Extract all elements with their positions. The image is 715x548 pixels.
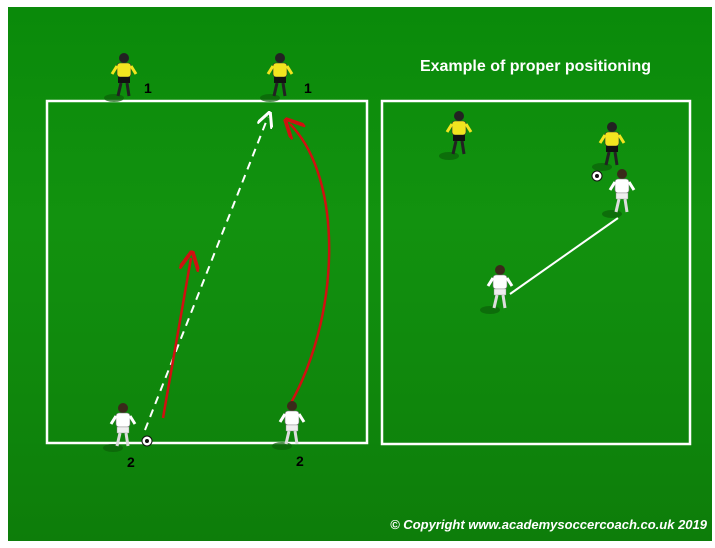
ball-icon	[141, 435, 153, 447]
ball-icon-example	[591, 170, 603, 182]
pitch-background	[8, 7, 712, 541]
white-player-example-1	[600, 167, 636, 220]
copyright-text: © Copyright www.academysoccercoach.co.uk…	[390, 517, 707, 532]
white-player-example-2	[478, 263, 514, 316]
yellow-player-left	[102, 51, 138, 104]
left-grid-boundary	[45, 99, 369, 445]
run-arrow-short	[161, 258, 191, 419]
player-label-yellow-right: 1	[304, 80, 312, 96]
right-grid-boundary	[380, 99, 692, 446]
run-arrow-curved	[288, 124, 331, 409]
yellow-player-right	[258, 51, 294, 104]
pass-arrow	[144, 117, 268, 431]
white-player-left	[101, 401, 137, 454]
yellow-player-example-2	[590, 120, 626, 173]
diagram-title: Example of proper positioning	[419, 58, 652, 75]
player-label-white-right: 2	[296, 453, 304, 469]
yellow-player-example-1	[437, 109, 473, 162]
player-label-white-left: 2	[127, 454, 135, 470]
player-label-yellow-left: 1	[144, 80, 152, 96]
support-line	[509, 217, 619, 295]
